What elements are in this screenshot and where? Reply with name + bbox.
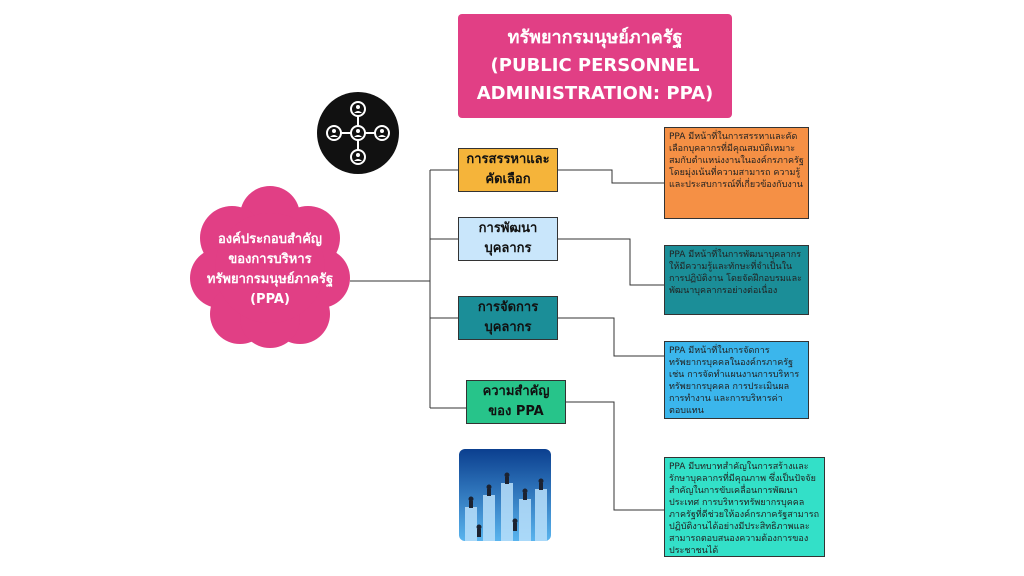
node-importance: ความสำคัญ ของ PPA: [466, 380, 566, 424]
node-importance-line-1: ความสำคัญ: [482, 384, 550, 399]
connector-desc-2: [558, 238, 664, 286]
description-management: PPA มีหน้าที่ในการจัดการทรัพยากรบุคคลในอ…: [664, 341, 809, 419]
node-recruitment-line-2: คัดเลือก: [485, 172, 531, 187]
title-line-1: ทรัพยากรมนุษย์ภาครัฐ: [507, 27, 683, 48]
node-recruitment: การสรรหาและ คัดเลือก: [458, 148, 558, 192]
connector-desc-3: [558, 317, 664, 357]
central-line-4: (PPA): [250, 292, 290, 307]
connector-desc-4: [566, 401, 664, 511]
node-management-line-2: บุคลากร: [484, 320, 532, 335]
node-development: การพัฒนา บุคลากร: [458, 217, 558, 261]
node-importance-line-2: ของ PPA: [488, 404, 544, 419]
central-cloud-shape: [190, 186, 350, 348]
node-management-line-1: การจัดการ: [477, 300, 539, 315]
title-line-3: ADMINISTRATION: PPA): [476, 83, 714, 104]
title-line-2: (PUBLIC PERSONNEL: [490, 55, 700, 76]
node-recruitment-line-1: การสรรหาและ: [466, 152, 550, 167]
node-development-line-2: บุคลากร: [484, 241, 532, 256]
people-network-icon: [317, 92, 399, 174]
connector-desc-1: [558, 169, 664, 184]
node-management: การจัดการ บุคลากร: [458, 296, 558, 340]
description-importance: PPA มีบทบาทสำคัญในการสร้างและรักษาบุคลาก…: [664, 457, 825, 557]
node-development-line-1: การพัฒนา: [478, 221, 538, 236]
title-box: ทรัพยากรมนุษย์ภาครัฐ (PUBLIC PERSONNEL A…: [458, 14, 732, 118]
description-development: PPA มีหน้าที่ในการพัฒนาบุคลากรให้มีความร…: [664, 245, 809, 315]
description-recruitment: PPA มีหน้าที่ในการสรรหาและคัดเลือกบุคลาก…: [664, 127, 809, 219]
central-line-3: ทรัพยากรมนุษย์ภาครัฐ: [206, 272, 334, 287]
central-line-2: ของการบริหาร: [228, 252, 312, 267]
central-topic: องค์ประกอบสำคัญ ของการบริหาร ทรัพยากรมนุ…: [190, 230, 350, 310]
business-people-photo: [459, 449, 551, 541]
central-line-1: องค์ประกอบสำคัญ: [217, 232, 322, 247]
